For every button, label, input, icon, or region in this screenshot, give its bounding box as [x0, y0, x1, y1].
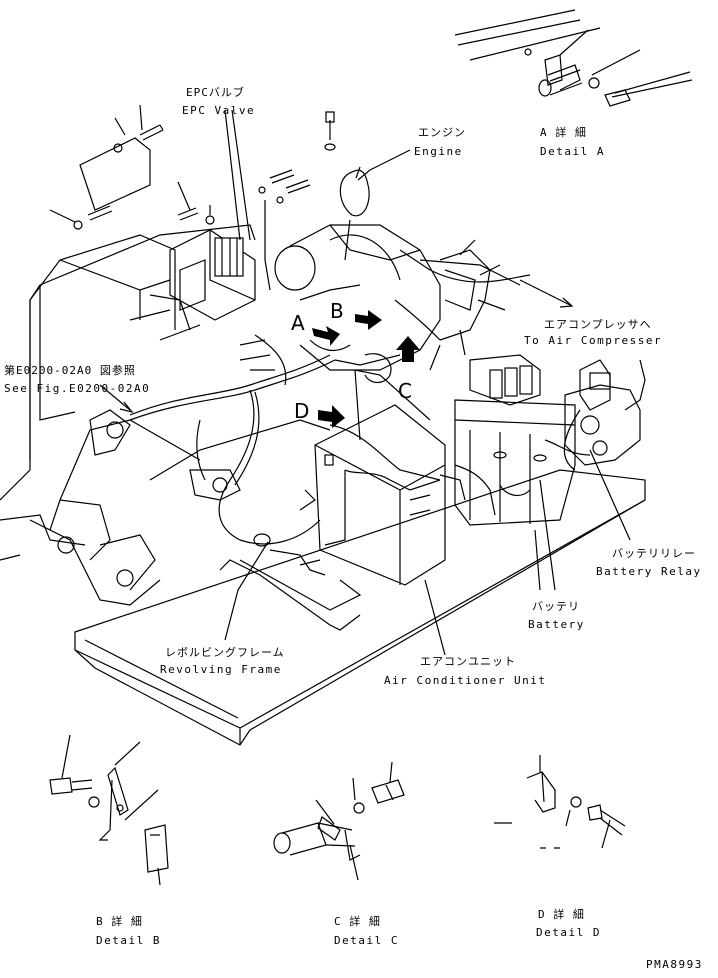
- see-fig-label-jp: 第E0200-02A0 図参照: [4, 363, 136, 377]
- detail-c-label-en: Detail C: [334, 934, 399, 947]
- detail-c-label-jp: C 詳 細: [334, 914, 381, 928]
- detail-a-drawing: [454, 9, 693, 107]
- epc-valve-label-jp: EPCバルブ: [186, 85, 245, 99]
- drawing-number: PMA8993: [646, 958, 703, 971]
- ac-unit-label-jp: エアコンユニット: [420, 655, 516, 668]
- engine-label-jp: エンジン: [418, 126, 466, 139]
- detail-b-label-jp: B 詳 細: [96, 914, 143, 928]
- epc-valve-label-en: EPC Valve: [182, 104, 255, 117]
- ac-unit-label-en: Air Conditioner Unit: [384, 674, 546, 687]
- arrow-a-icon: [312, 326, 340, 346]
- battery-relay-label-en: Battery Relay: [596, 565, 702, 578]
- revolving-frame-drawing: [74, 469, 646, 746]
- detail-d-label-en: Detail D: [536, 926, 601, 939]
- battery-area-drawing: [454, 354, 646, 526]
- detail-c-drawing: [273, 761, 405, 881]
- callout-a: A: [291, 311, 305, 335]
- callout-c: C: [398, 379, 412, 403]
- callout-arrows: [312, 310, 420, 428]
- detail-a-label-jp: A 詳 細: [540, 125, 587, 139]
- arrow-c-icon: [396, 336, 420, 362]
- detail-b-drawing: [49, 734, 169, 886]
- battery-relay-label-jp: バッテリリレー: [612, 547, 696, 560]
- boom-bracket-drawing: [0, 224, 331, 606]
- air-compressor-label-en: To Air Compresser: [524, 334, 662, 347]
- engine-label-en: Engine: [414, 145, 463, 158]
- arrow-d-icon: [318, 405, 345, 428]
- tank-drawing: [29, 234, 176, 330]
- wiring-harness-drawing: [129, 334, 531, 631]
- air-compressor-label-jp: エアコンプレッサへ: [544, 318, 652, 331]
- battery-label-jp: バッテリ: [532, 600, 580, 613]
- battery-label-en: Battery: [528, 618, 585, 631]
- revolving-frame-label-en: Revolving Frame: [160, 663, 282, 676]
- detail-d-drawing: [494, 755, 626, 849]
- engine-drawing: [274, 111, 531, 384]
- see-fig-label-en: See Fig.E0200-02A0: [4, 382, 150, 395]
- detail-b-label-en: Detail B: [96, 934, 161, 947]
- label-leaders: [99, 149, 631, 656]
- arrow-b-icon: [355, 310, 382, 330]
- revolving-frame-label-jp: レボルビングフレーム: [165, 645, 285, 659]
- detail-d-label-jp: D 詳 細: [538, 907, 585, 921]
- epc-valve-drawing: [49, 104, 311, 341]
- detail-a-label-en: Detail A: [540, 145, 605, 158]
- callout-d: D: [294, 399, 309, 423]
- air-conditioner-unit-drawing: [314, 369, 466, 586]
- callout-b: B: [330, 299, 344, 323]
- text-labels: EPCバルブ EPC Valve エンジン Engine A 詳 細 Detai…: [4, 85, 703, 971]
